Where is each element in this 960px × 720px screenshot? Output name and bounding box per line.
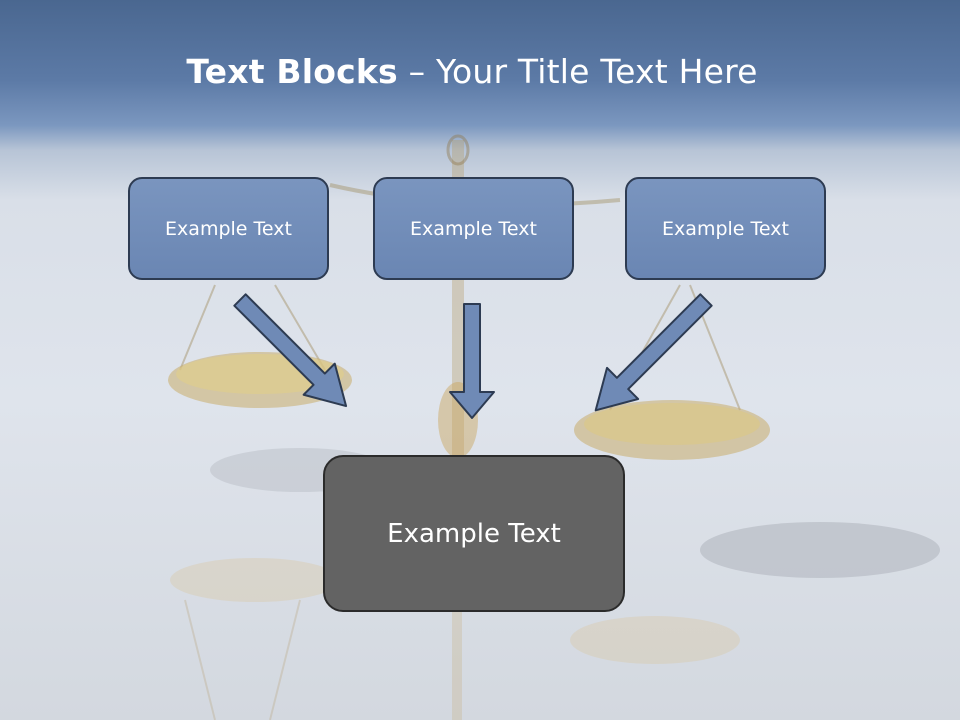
main-text-block[interactable]: Example Text [323,455,625,612]
text-block-left[interactable]: Example Text [128,177,329,280]
text-block-left-label: Example Text [165,217,292,240]
title-rest: Your Title Text Here [435,52,758,91]
title-dash: – [397,52,436,91]
main-text-block-label: Example Text [387,518,561,549]
title-bold: Text Blocks [186,52,398,91]
text-block-right[interactable]: Example Text [625,177,826,280]
text-block-right-label: Example Text [662,217,789,240]
slide-title: Text Blocks – Your Title Text Here [0,52,944,91]
text-block-center[interactable]: Example Text [373,177,574,280]
text-block-center-label: Example Text [410,217,537,240]
